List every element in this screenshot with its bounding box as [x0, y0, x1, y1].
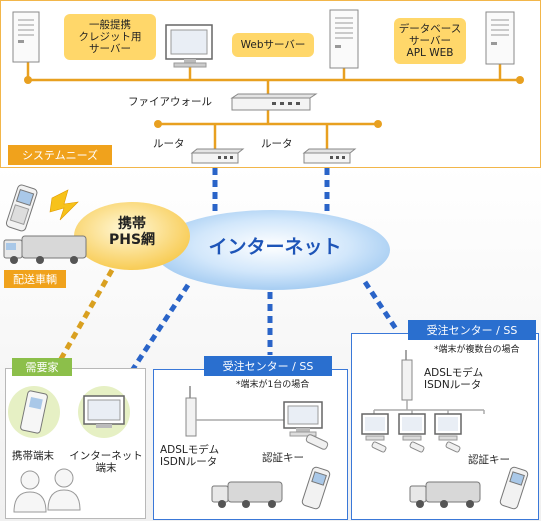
center-right-note: *端末が複数台の場合: [434, 345, 520, 355]
center-right-handheld-icon: [499, 466, 529, 510]
mobile-terminal-label: 携帯端末: [12, 450, 54, 462]
router-left-label: ルータ: [153, 138, 185, 150]
db-server-bubble-line-2: サーバー: [409, 34, 451, 47]
center-right-truck-icon: [409, 481, 481, 508]
credit-server-bubble-line-3: サーバー: [89, 43, 131, 56]
center-right-modem-label-line-1: ADSLモデム: [424, 367, 484, 379]
center-right-pc-2-icon: [398, 413, 426, 441]
internet-center-right-link: [362, 280, 401, 334]
center-right-pc-3-icon: [434, 413, 462, 441]
delivery-vehicle-tag: 配送車輌: [4, 270, 66, 288]
center-mid-truck-icon: [211, 481, 283, 508]
firewall-device-icon: [230, 93, 318, 111]
db-server-bubble-line-1: データベース: [398, 22, 462, 35]
center-mid-pc-icon: [283, 401, 323, 437]
center-right-pc-1-icon: [361, 413, 389, 441]
center-right-title: 受注センター / SS: [408, 320, 536, 340]
center-mid-modem-label-line-1: ADSLモデム: [160, 444, 220, 456]
center-mid-modem-label-line-2: ISDNルータ: [160, 456, 218, 469]
center-mid-note: *端末が1台の場合: [236, 380, 310, 390]
system-needs-tag: システムニーズ: [8, 145, 112, 165]
web-server-bubble: Webサーバー: [232, 33, 314, 57]
center-mid-handheld-icon: [301, 466, 331, 510]
center-right-modem-label-line-2: ISDNルータ: [424, 379, 482, 392]
internet-customer-link: [115, 283, 191, 394]
internet-terminal-label-line-2: 端末: [95, 462, 117, 475]
web-server-bubble-text: Webサーバー: [240, 38, 306, 51]
customer-people-icon: [13, 468, 81, 513]
firewall-label: ファイアウォール: [128, 96, 212, 108]
phs-network-label-line-2: PHS網: [108, 232, 156, 249]
internet-terminal-label: インターネット 端末: [66, 450, 146, 474]
web-server-icon: [329, 9, 359, 69]
db-server-icon: [485, 11, 515, 65]
wireless-signal-icon: [49, 189, 79, 221]
internet-label: インターネット: [208, 236, 342, 258]
center-mid-auth-key-icon: [305, 434, 329, 450]
center-mid-title: 受注センター / SS: [204, 356, 332, 376]
web-client-monitor-icon: [165, 24, 213, 68]
db-server-bubble: データベース サーバー APL WEB: [394, 18, 466, 64]
db-server-bubble-line-3: APL WEB: [406, 47, 454, 60]
phs-network-label: 携帯 PHS網: [96, 216, 168, 248]
internet-cloud: [154, 210, 390, 290]
delivery-truck-icon: [3, 235, 87, 264]
phs-network-cloud: [74, 202, 190, 270]
center-mid-modem-icon: [185, 386, 197, 437]
credit-server-bubble: 一般提携 クレジット用 サーバー: [64, 14, 156, 60]
credit-server-bubble-line-1: 一般提携: [89, 18, 131, 31]
internet-terminal-label-line-1: インターネット: [69, 450, 143, 462]
router-bus-line: [154, 110, 382, 152]
phs-network-label-line-1: 携帯: [118, 216, 146, 232]
customer-tag: 需要家: [12, 358, 72, 376]
handheld-terminal-icon: [5, 184, 38, 232]
credit-server-icon: [12, 11, 40, 63]
router-right-icon: [302, 148, 357, 164]
credit-server-bubble-line-2: クレジット用: [78, 30, 142, 43]
center-mid-auth-key-label: 認証キー: [262, 452, 304, 464]
internet-terminal-icon: [78, 386, 130, 438]
mobile-phone-icon: [8, 386, 60, 438]
center-right-auth-key-label: 認証キー: [468, 454, 510, 466]
center-right-modem-label: ADSLモデム ISDNルータ: [424, 367, 483, 391]
center-right-auth-keys-icon: [371, 441, 461, 453]
router-left-icon: [190, 148, 245, 164]
router-right-label: ルータ: [261, 138, 293, 150]
center-mid-modem-label: ADSLモデム ISDNルータ: [160, 444, 219, 468]
